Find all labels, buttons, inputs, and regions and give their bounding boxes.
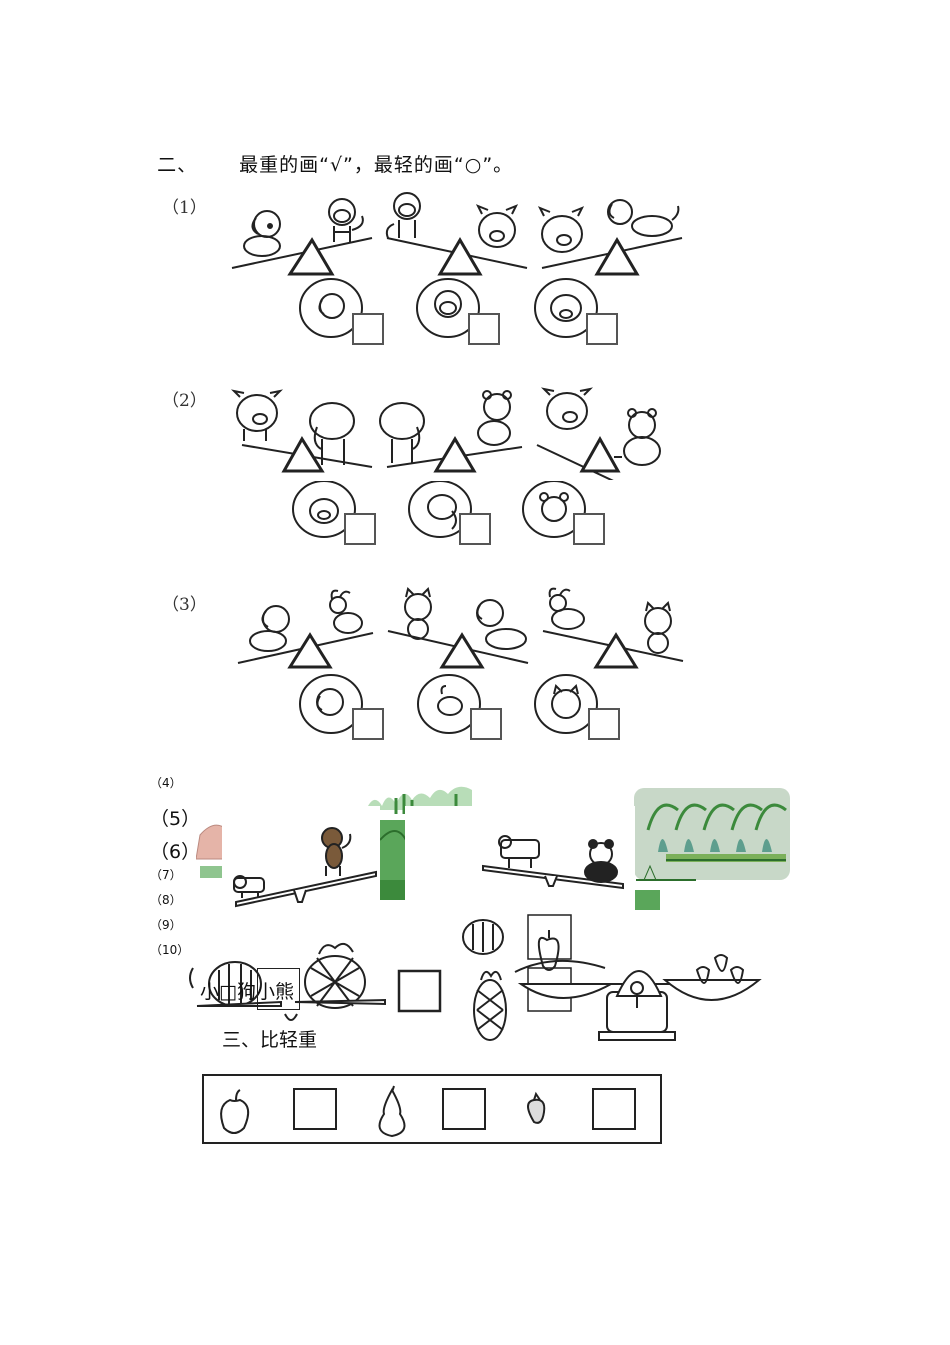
- cat-icon: [404, 587, 432, 640]
- problem-8-label: （8）: [150, 893, 182, 907]
- answer-box-rabbit[interactable]: [470, 708, 502, 740]
- answer-box-monkey[interactable]: [468, 313, 500, 345]
- apple-icon: [537, 930, 560, 971]
- answer-box-pig[interactable]: [586, 313, 618, 345]
- pig-icon: [475, 204, 519, 248]
- answer-box-pig[interactable]: [344, 513, 376, 545]
- dog-answer-circle: [299, 674, 363, 734]
- fruit-compare-row: [202, 1074, 662, 1144]
- problem-2-answers: [292, 481, 622, 546]
- dog-icon: [607, 199, 680, 237]
- balance-scale-icon: [514, 959, 762, 1041]
- seesaw-2: [385, 192, 528, 276]
- seesaw-1: [231, 198, 373, 276]
- compare-box-3[interactable]: [592, 1088, 636, 1130]
- pineapple-icon: [304, 942, 366, 1009]
- dog-icon: [243, 210, 281, 257]
- calf-icon: [498, 835, 540, 868]
- strawberry-icon: [695, 954, 745, 984]
- rabbit-icon: [329, 589, 363, 634]
- pig-icon: [540, 387, 594, 430]
- seesaw-3: [537, 199, 683, 276]
- panda-icon: [584, 839, 618, 883]
- problem-3-label: （3）: [162, 595, 207, 615]
- bear-answer-circle: [522, 481, 586, 538]
- pineapple-icon: [473, 970, 507, 1041]
- elephant-answer-circle: [408, 481, 472, 538]
- pig-answer-circle: [534, 278, 598, 338]
- problem-3-answers: [298, 674, 628, 736]
- strawberry-icon: [527, 1091, 546, 1124]
- pig-answer-circle: [292, 481, 356, 538]
- section-three-heading: 三、比轻重: [222, 1029, 318, 1051]
- bear-icon: [614, 408, 661, 466]
- problem-6-label: （6）: [150, 841, 201, 863]
- elephant-icon: [309, 402, 355, 465]
- section-instruction: 最重的画“√”，最轻的画“○”。: [239, 154, 514, 176]
- section-two-heading: 二、 最重的画“√”，最轻的画“○”。: [143, 128, 513, 177]
- monkey-icon: [321, 827, 352, 876]
- problem-7-label: （7）: [150, 868, 182, 882]
- calf-icon: [233, 875, 265, 898]
- dog-answer-circle: [299, 278, 363, 338]
- problem-1-seesaws: [222, 190, 692, 280]
- answer-box-bear[interactable]: [573, 513, 605, 545]
- monkey-icon: [328, 198, 364, 242]
- monkey-icon: [385, 192, 421, 239]
- answer-box-elephant[interactable]: [459, 513, 491, 545]
- section-number: 二、: [157, 154, 198, 176]
- cat-answer-circle: [534, 674, 598, 734]
- problem-2-label: （2）: [162, 391, 207, 411]
- compare-box-1[interactable]: [293, 1088, 337, 1130]
- dog-icon: [249, 605, 290, 652]
- apple-icon: [220, 1089, 250, 1134]
- answer-box-dog[interactable]: [352, 313, 384, 345]
- answer-box-dog[interactable]: [352, 708, 384, 740]
- problem-2-seesaws: [222, 385, 692, 480]
- panda-seesaw-panel: [405, 806, 635, 910]
- problem-5-label: （5）: [150, 808, 201, 830]
- problem-1-answers: [298, 278, 628, 348]
- pear-icon: [378, 1085, 406, 1138]
- dog-icon: [476, 599, 527, 650]
- problem-4-label: （4）: [150, 776, 182, 790]
- problem-3-seesaws: [228, 585, 698, 670]
- monkey-seesaw-panel: [222, 806, 380, 914]
- problem-10-label: （10）: [150, 943, 190, 957]
- pig-icon: [537, 206, 585, 253]
- bear-icon: [477, 390, 512, 446]
- monkey-answer-circle: [416, 278, 480, 338]
- pig-icon: [230, 389, 284, 441]
- elephant-icon: [379, 402, 425, 463]
- cat-icon: [644, 601, 672, 654]
- green-scenery-collage: [196, 780, 796, 915]
- overlay-text-line: 小□狗小熊: [200, 981, 294, 1003]
- problem-9-label: （9）: [150, 918, 182, 932]
- rabbit-answer-circle: [417, 674, 481, 734]
- inline-answer-box[interactable]: [257, 968, 300, 1010]
- rabbit-icon: [548, 587, 585, 630]
- answer-box-cat[interactable]: [588, 708, 620, 740]
- problem-1-label: （1）: [162, 198, 207, 218]
- compare-box-2[interactable]: [442, 1088, 486, 1130]
- watermelon-icon: [462, 919, 504, 955]
